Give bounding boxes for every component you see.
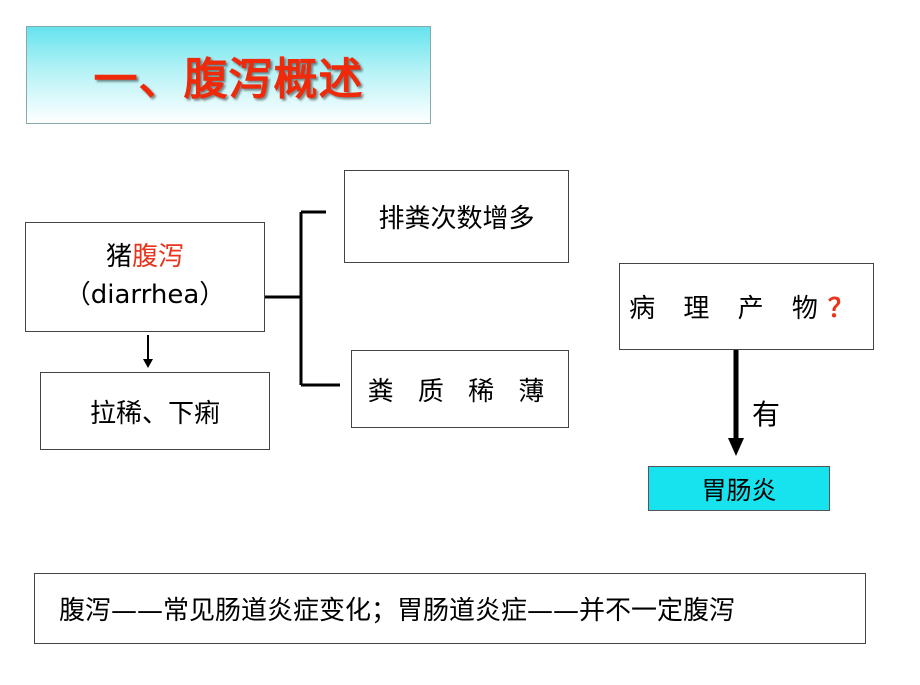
feature-label-frequency: 排粪次数增多	[378, 204, 535, 234]
page-title: 一、腹泻概述	[93, 54, 364, 105]
diarrhea-box: 猪腹泻 （diarrhea）	[25, 222, 265, 332]
result-box: 胃肠炎	[648, 466, 830, 511]
symptom-label: 拉稀、下痢	[89, 398, 220, 429]
diarrhea-english: （diarrhea）	[64, 280, 226, 310]
pathology-label: 病 理 产 物	[629, 294, 828, 324]
feature-box-frequency: 排粪次数增多	[344, 170, 569, 263]
arrow-to-result-head	[728, 438, 744, 456]
arrow-to-symptom-head	[143, 359, 153, 368]
symptom-box: 拉稀、下痢	[40, 372, 270, 450]
bracket-connector	[265, 210, 340, 387]
diarrhea-highlight: 腹泻	[132, 242, 185, 273]
question-mark: ？	[827, 294, 864, 324]
title-banner: 一、腹泻概述	[26, 26, 431, 124]
feature-label-consistency: 粪 质 稀 薄	[367, 376, 553, 407]
diarrhea-chinese: 猪腹泻	[106, 239, 184, 277]
feature-box-consistency: 粪 质 稀 薄	[351, 350, 569, 428]
pig-label: 猪	[105, 242, 132, 273]
arrow-label-has: 有	[752, 398, 781, 431]
summary-text: 腹泻——常见肠道炎症变化；胃肠道炎症——并不一定腹泻	[59, 596, 736, 626]
result-label: 胃肠炎	[701, 475, 777, 505]
summary-box: 腹泻——常见肠道炎症变化；胃肠道炎症——并不一定腹泻	[34, 573, 866, 644]
pathology-box: 病 理 产 物 ？	[619, 263, 874, 350]
